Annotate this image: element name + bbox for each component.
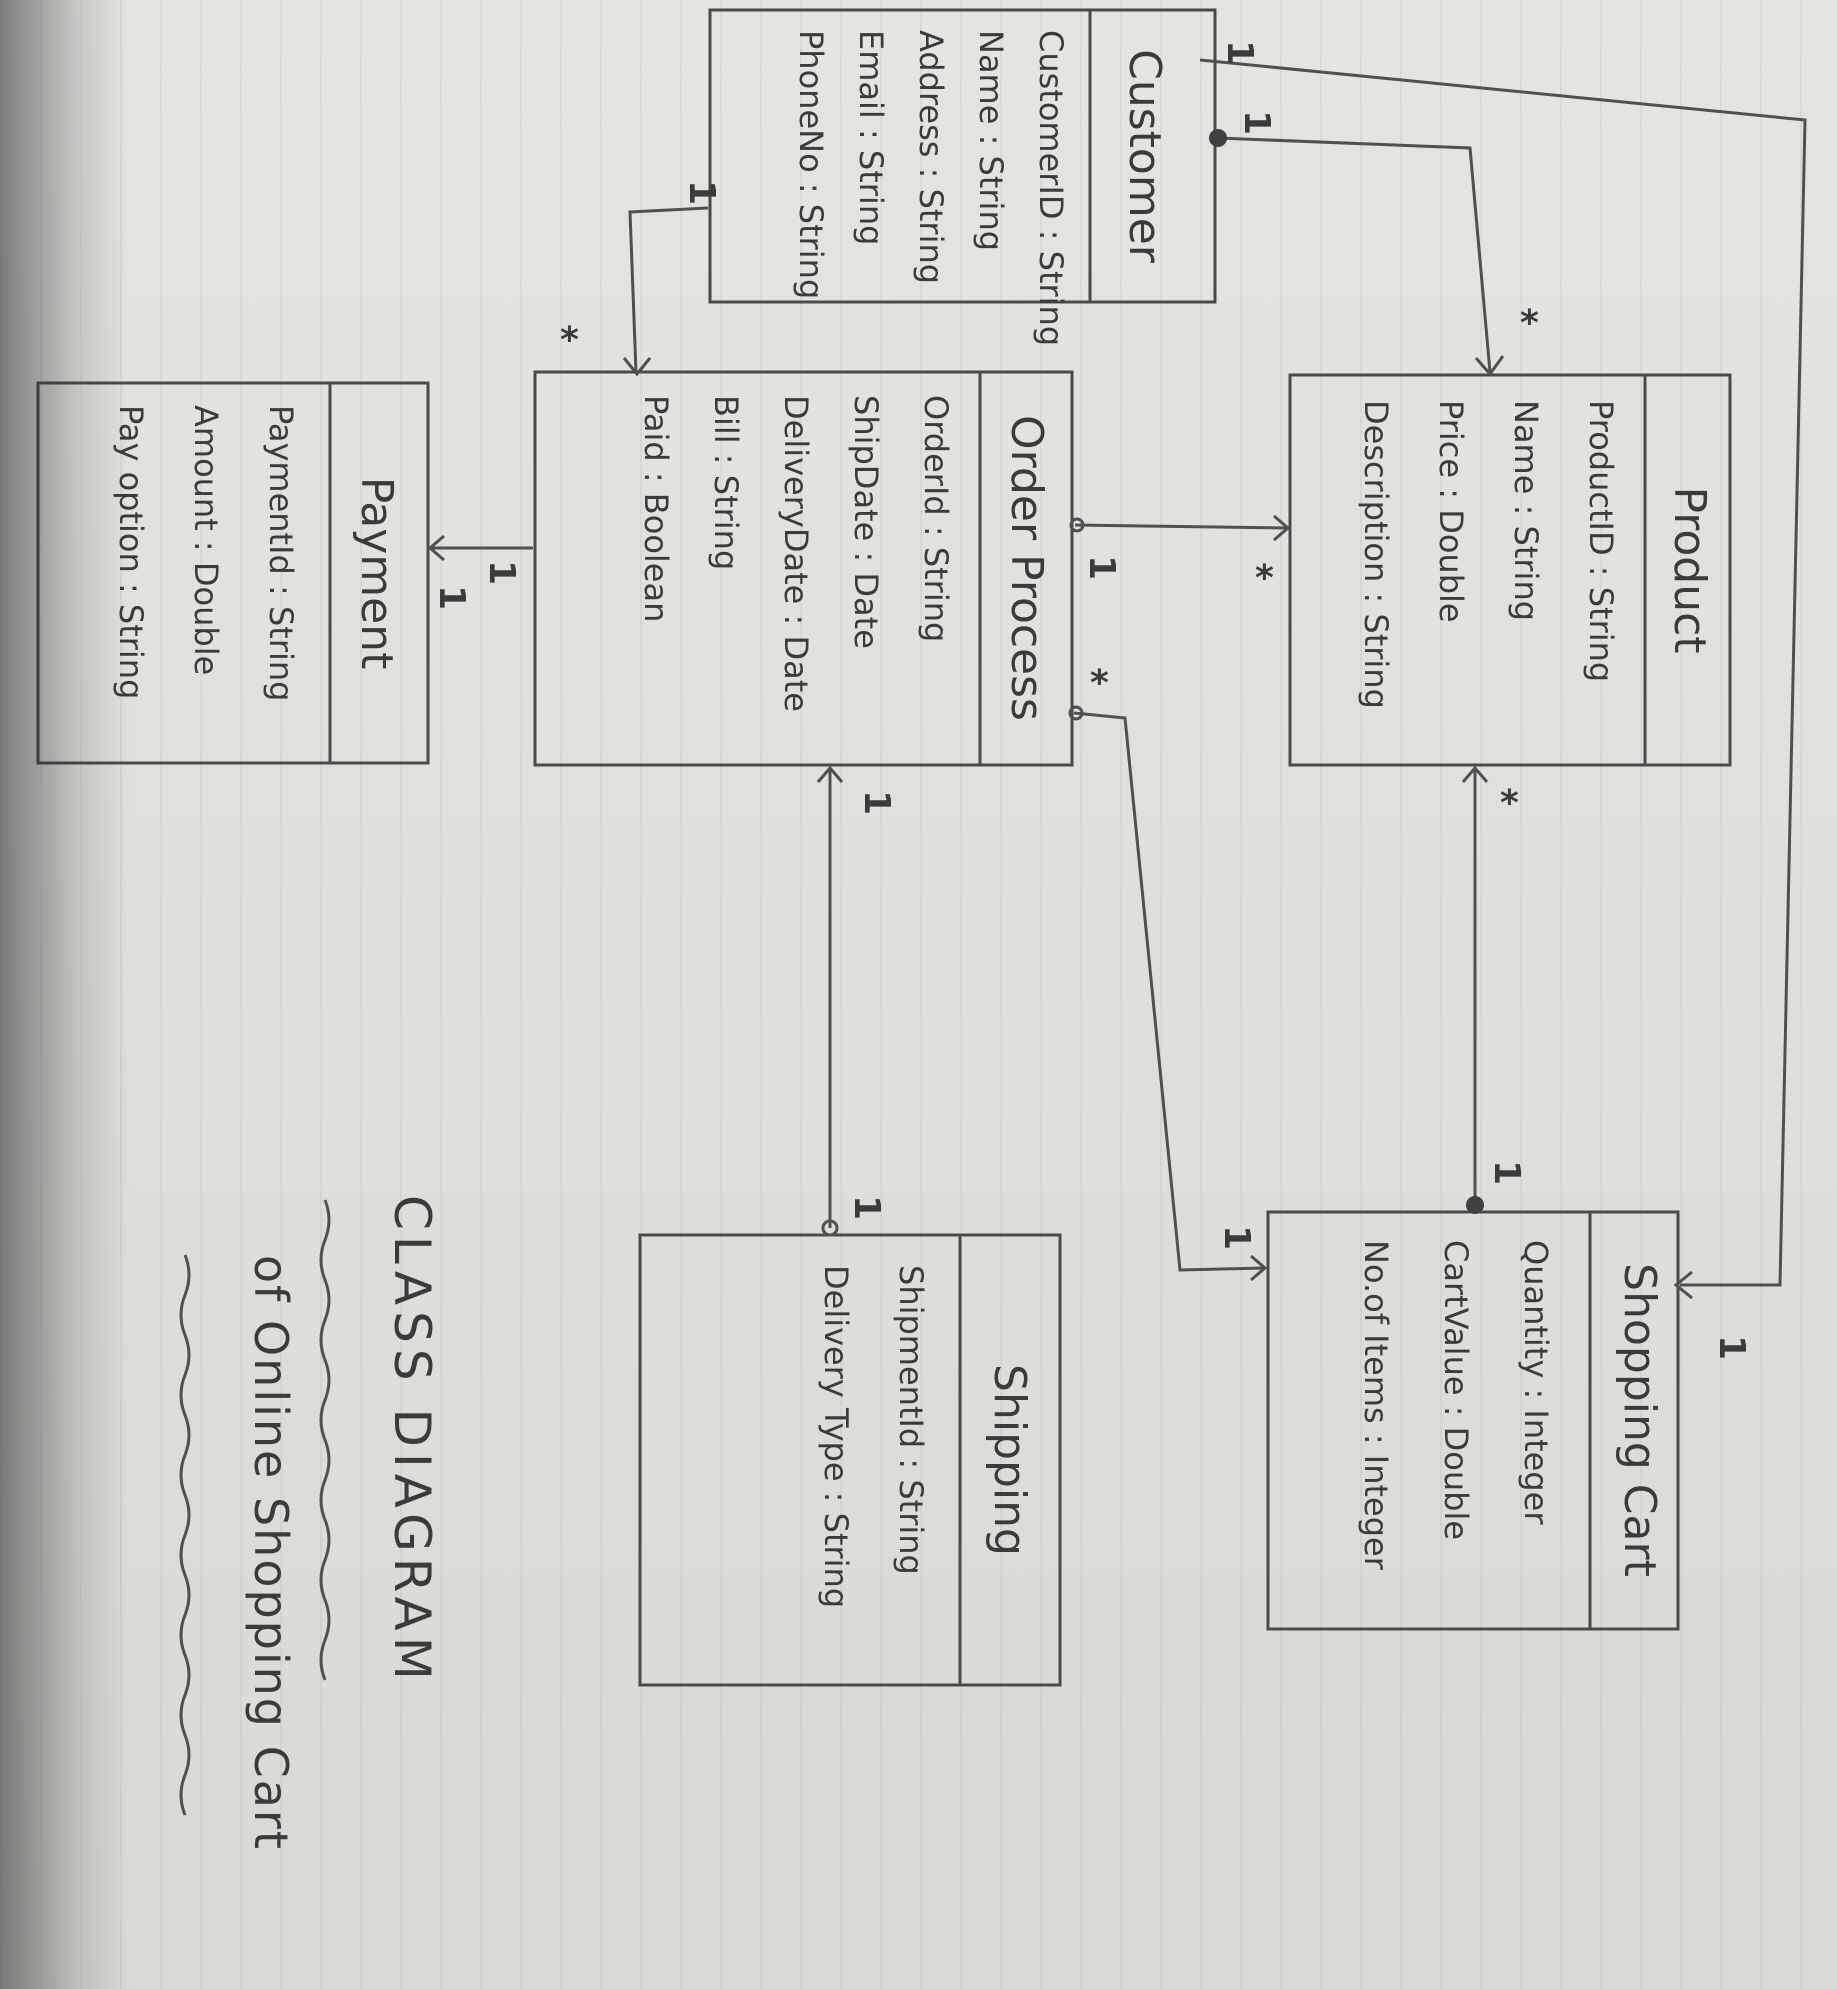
arrowhead (1673, 1270, 1693, 1300)
class-shopping-cart-attr: CartValue : Double (1437, 1240, 1475, 1540)
multiplicity-label: 1 (1486, 1160, 1527, 1185)
multiplicity-label: 1 (481, 560, 522, 585)
association-customer-cart (1199, 58, 1807, 1287)
class-order-process-name: Order Process (1001, 415, 1052, 721)
class-product-attr: Description : String (1357, 400, 1395, 709)
multiplicity-label: 1 (1219, 40, 1260, 65)
aggregation-dot (821, 1219, 839, 1237)
class-customer-attr: CustomerID : String (1032, 30, 1070, 346)
class-shopping-cart-attr: No.of Items : Integer (1357, 1240, 1395, 1571)
caption-subtitle: of Online Shopping Cart (244, 1255, 298, 1851)
aggregation-dot (1466, 1196, 1484, 1214)
arrowhead (1461, 765, 1489, 783)
arrowhead (816, 765, 844, 783)
class-order-process-attr: Bill : String (707, 395, 745, 570)
class-order-process-attr: ShipDate : Date (847, 395, 885, 649)
multiplicity-label: * (1500, 783, 1519, 824)
association-customer-order (628, 206, 709, 373)
class-payment-attr: Pay option : String (112, 405, 150, 699)
class-customer-attr: Email : String (852, 30, 890, 245)
class-product-name: Product (1664, 486, 1715, 653)
multiplicity-label: * (1090, 663, 1109, 704)
class-product-attr: ProductID : String (1582, 400, 1620, 682)
class-product-attr: Price : Double (1432, 400, 1470, 623)
class-shopping-cart-name: Shopping Cart (1614, 1263, 1665, 1577)
class-product-attr: Name : String (1507, 400, 1545, 621)
association-order-cart (1073, 711, 1266, 1272)
class-shipping: Shipping ShipmentId : String Delivery Ty… (638, 1233, 1062, 1687)
class-payment: Payment PaymentId : String Amount : Doub… (36, 381, 430, 765)
arrowhead (622, 357, 652, 377)
caption-title: CLASS DIAGRAM (383, 1195, 441, 1686)
association-order-product (1074, 523, 1289, 530)
caption-underline (179, 1254, 191, 1816)
class-order-process-attr: OrderId : String (917, 395, 955, 642)
class-customer-attr: PhoneNo : String (792, 30, 830, 299)
multiplicity-label: 1 (856, 790, 897, 815)
class-order-process: Order Process OrderId : String ShipDate … (533, 370, 1074, 767)
multiplicity-label: 1 (1081, 555, 1122, 580)
class-customer-name: Customer (1119, 49, 1170, 264)
multiplicity-label: 1 (431, 585, 472, 610)
multiplicity-label: * (560, 320, 579, 361)
class-shipping-attr: Delivery Type : String (817, 1265, 855, 1608)
class-shipping-name: Shipping (984, 1364, 1035, 1556)
multiplicity-label: 1 (1236, 110, 1277, 135)
multiplicity-label: 1 (1711, 1335, 1752, 1360)
class-shopping-cart: Shopping Cart Quantity : Integer CartVal… (1266, 1210, 1680, 1631)
caption-underline (319, 1199, 331, 1681)
multiplicity-label: 1 (1216, 1225, 1257, 1250)
diagram-caption: CLASS DIAGRAM of Online Shopping Cart (179, 1195, 441, 1851)
class-product: Product ProductID : String Name : String… (1288, 373, 1732, 767)
class-shipping-attr: ShipmentId : String (892, 1265, 930, 1575)
association-customer-product (1217, 136, 1492, 373)
aggregation-dot (1068, 705, 1084, 721)
arrowhead (1474, 355, 1505, 377)
class-payment-attr: Amount : Double (187, 405, 225, 675)
arrowhead (1273, 514, 1291, 542)
class-payment-name: Payment (351, 477, 402, 670)
class-order-process-attr: Paid : Boolean (637, 395, 675, 622)
multiplicity-label: * (1255, 558, 1274, 599)
multiplicity-label: 1 (846, 1195, 887, 1220)
aggregation-dot (1209, 129, 1227, 147)
class-shopping-cart-attr: Quantity : Integer (1517, 1240, 1555, 1525)
class-customer-attr: Address : String (912, 30, 950, 284)
arrowhead (427, 534, 445, 562)
multiplicity-label: 1 (681, 180, 722, 205)
class-order-process-attr: DeliveryDate : Date (777, 395, 815, 712)
class-customer-attr: Name : String (972, 30, 1010, 251)
arrowhead (1250, 1254, 1268, 1282)
class-customer: Customer CustomerID : String Name : Stri… (708, 8, 1217, 346)
aggregation-dot (1069, 517, 1085, 533)
multiplicity-label: * (1520, 303, 1539, 344)
class-payment-attr: PaymentId : String (262, 405, 300, 701)
